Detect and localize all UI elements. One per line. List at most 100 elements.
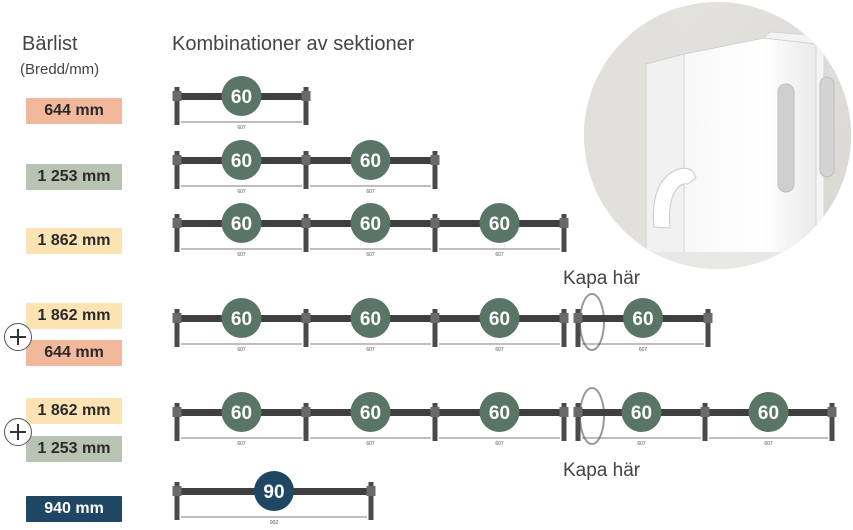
bracket-post (561, 403, 567, 441)
bracket-clip (700, 407, 710, 417)
dimension-label: 607 (366, 189, 375, 195)
bracket-post (303, 309, 309, 347)
bracket-post (575, 309, 581, 347)
bracket-post (303, 87, 309, 125)
bracket-clip (430, 218, 440, 228)
badge-1253: 1 253 mm (26, 164, 122, 190)
section-circle (748, 392, 789, 432)
dimension-label: 607 (639, 347, 648, 353)
section-label: 60 (632, 309, 653, 330)
section-circle (254, 471, 294, 511)
section-circle (621, 392, 662, 432)
badge-1253-combo-b: 1 253 mm (26, 436, 122, 462)
section-label: 60 (231, 214, 252, 235)
bracket-clip (573, 407, 583, 417)
dimension-label: 607 (237, 252, 246, 258)
section-label: 60 (231, 151, 252, 172)
bracket-clip (301, 91, 311, 101)
bracket-clip (573, 313, 583, 323)
bracket-clip (301, 155, 311, 165)
section-label: 60 (758, 403, 779, 424)
bracket-clip (366, 486, 376, 496)
bracket-clip (559, 313, 569, 323)
bracket-clip (827, 407, 837, 417)
badge-1862-combo-b: 1 862 mm (26, 398, 122, 424)
dimension-label: 607 (237, 125, 246, 131)
dimension-label: 607 (237, 347, 246, 353)
dimension-label: 607 (366, 441, 375, 447)
plus-circle-icon (4, 418, 32, 446)
bracket-clip (430, 313, 440, 323)
section-label: 60 (489, 214, 510, 235)
plus-circle-icon (4, 323, 32, 351)
bracket-post (303, 403, 309, 441)
bracket-post (174, 87, 180, 125)
bracket-post (561, 309, 567, 347)
bracket-clip (559, 218, 569, 228)
dimension-label: 607 (366, 252, 375, 258)
barlist-subtitle: (Bredd/mm) (20, 61, 100, 78)
section-circle (623, 298, 663, 338)
section-circle (479, 298, 520, 338)
bracket-post (705, 309, 711, 347)
cut-label-top: Kapa här (563, 268, 641, 289)
section-circle (221, 140, 262, 180)
section-label: 60 (489, 309, 510, 330)
section-circle (350, 203, 391, 243)
dimension-label: 607 (495, 347, 504, 353)
dimension-label: 607 (237, 441, 246, 447)
section-circle (221, 298, 262, 338)
bracket-clip (172, 486, 182, 496)
bracket-clip (172, 155, 182, 165)
section-circle (221, 76, 262, 116)
section-label: 90 (263, 482, 284, 503)
bracket-clip (172, 91, 182, 101)
section-circle (479, 392, 520, 432)
section-circle (221, 392, 262, 432)
section-label: 60 (360, 403, 381, 424)
bracket-post (368, 482, 374, 520)
section-label: 60 (631, 403, 652, 424)
barlist-title: Bärlist (22, 33, 78, 55)
bracket-post (303, 151, 309, 189)
bracket-clip (301, 407, 311, 417)
section-label: 60 (360, 309, 381, 330)
section-circle (350, 392, 391, 432)
combinations-title: Kombinationer av sektioner (172, 33, 415, 55)
dimension-label: 607 (237, 189, 246, 195)
bracket-post (303, 214, 309, 252)
dimension-label: 607 (366, 347, 375, 353)
dimension-label: 607 (764, 441, 773, 447)
bracket-clip (559, 407, 569, 417)
bracket-post (575, 403, 581, 441)
section-label: 60 (231, 309, 252, 330)
dimension-label: 607 (495, 441, 504, 447)
bracket-clip (430, 155, 440, 165)
bracket-post (174, 403, 180, 441)
bracket-post (432, 151, 438, 189)
badge-940: 940 mm (26, 496, 122, 522)
badge-644: 644 mm (26, 98, 122, 124)
bracket-post (702, 403, 708, 441)
section-circle (350, 140, 391, 180)
dimension-label: 607 (637, 441, 646, 447)
bracket-post (829, 403, 835, 441)
bracket-clip (430, 407, 440, 417)
bracket-post (174, 309, 180, 347)
badge-644-combo-a: 644 mm (26, 340, 122, 366)
dimension-label: 902 (270, 520, 279, 526)
bracket-post (561, 214, 567, 252)
badge-1862-combo-a: 1 862 mm (26, 303, 122, 329)
section-label: 60 (231, 87, 252, 108)
section-label: 60 (489, 403, 510, 424)
bracket-clip (301, 313, 311, 323)
section-circle (479, 203, 520, 243)
badge-1862: 1 862 mm (26, 228, 122, 254)
bracket-post (432, 214, 438, 252)
dimension-label: 607 (495, 252, 504, 258)
bracket-clip (703, 313, 713, 323)
bracket-post (432, 403, 438, 441)
bracket-post (174, 214, 180, 252)
bracket-post (432, 309, 438, 347)
section-circle (350, 298, 391, 338)
